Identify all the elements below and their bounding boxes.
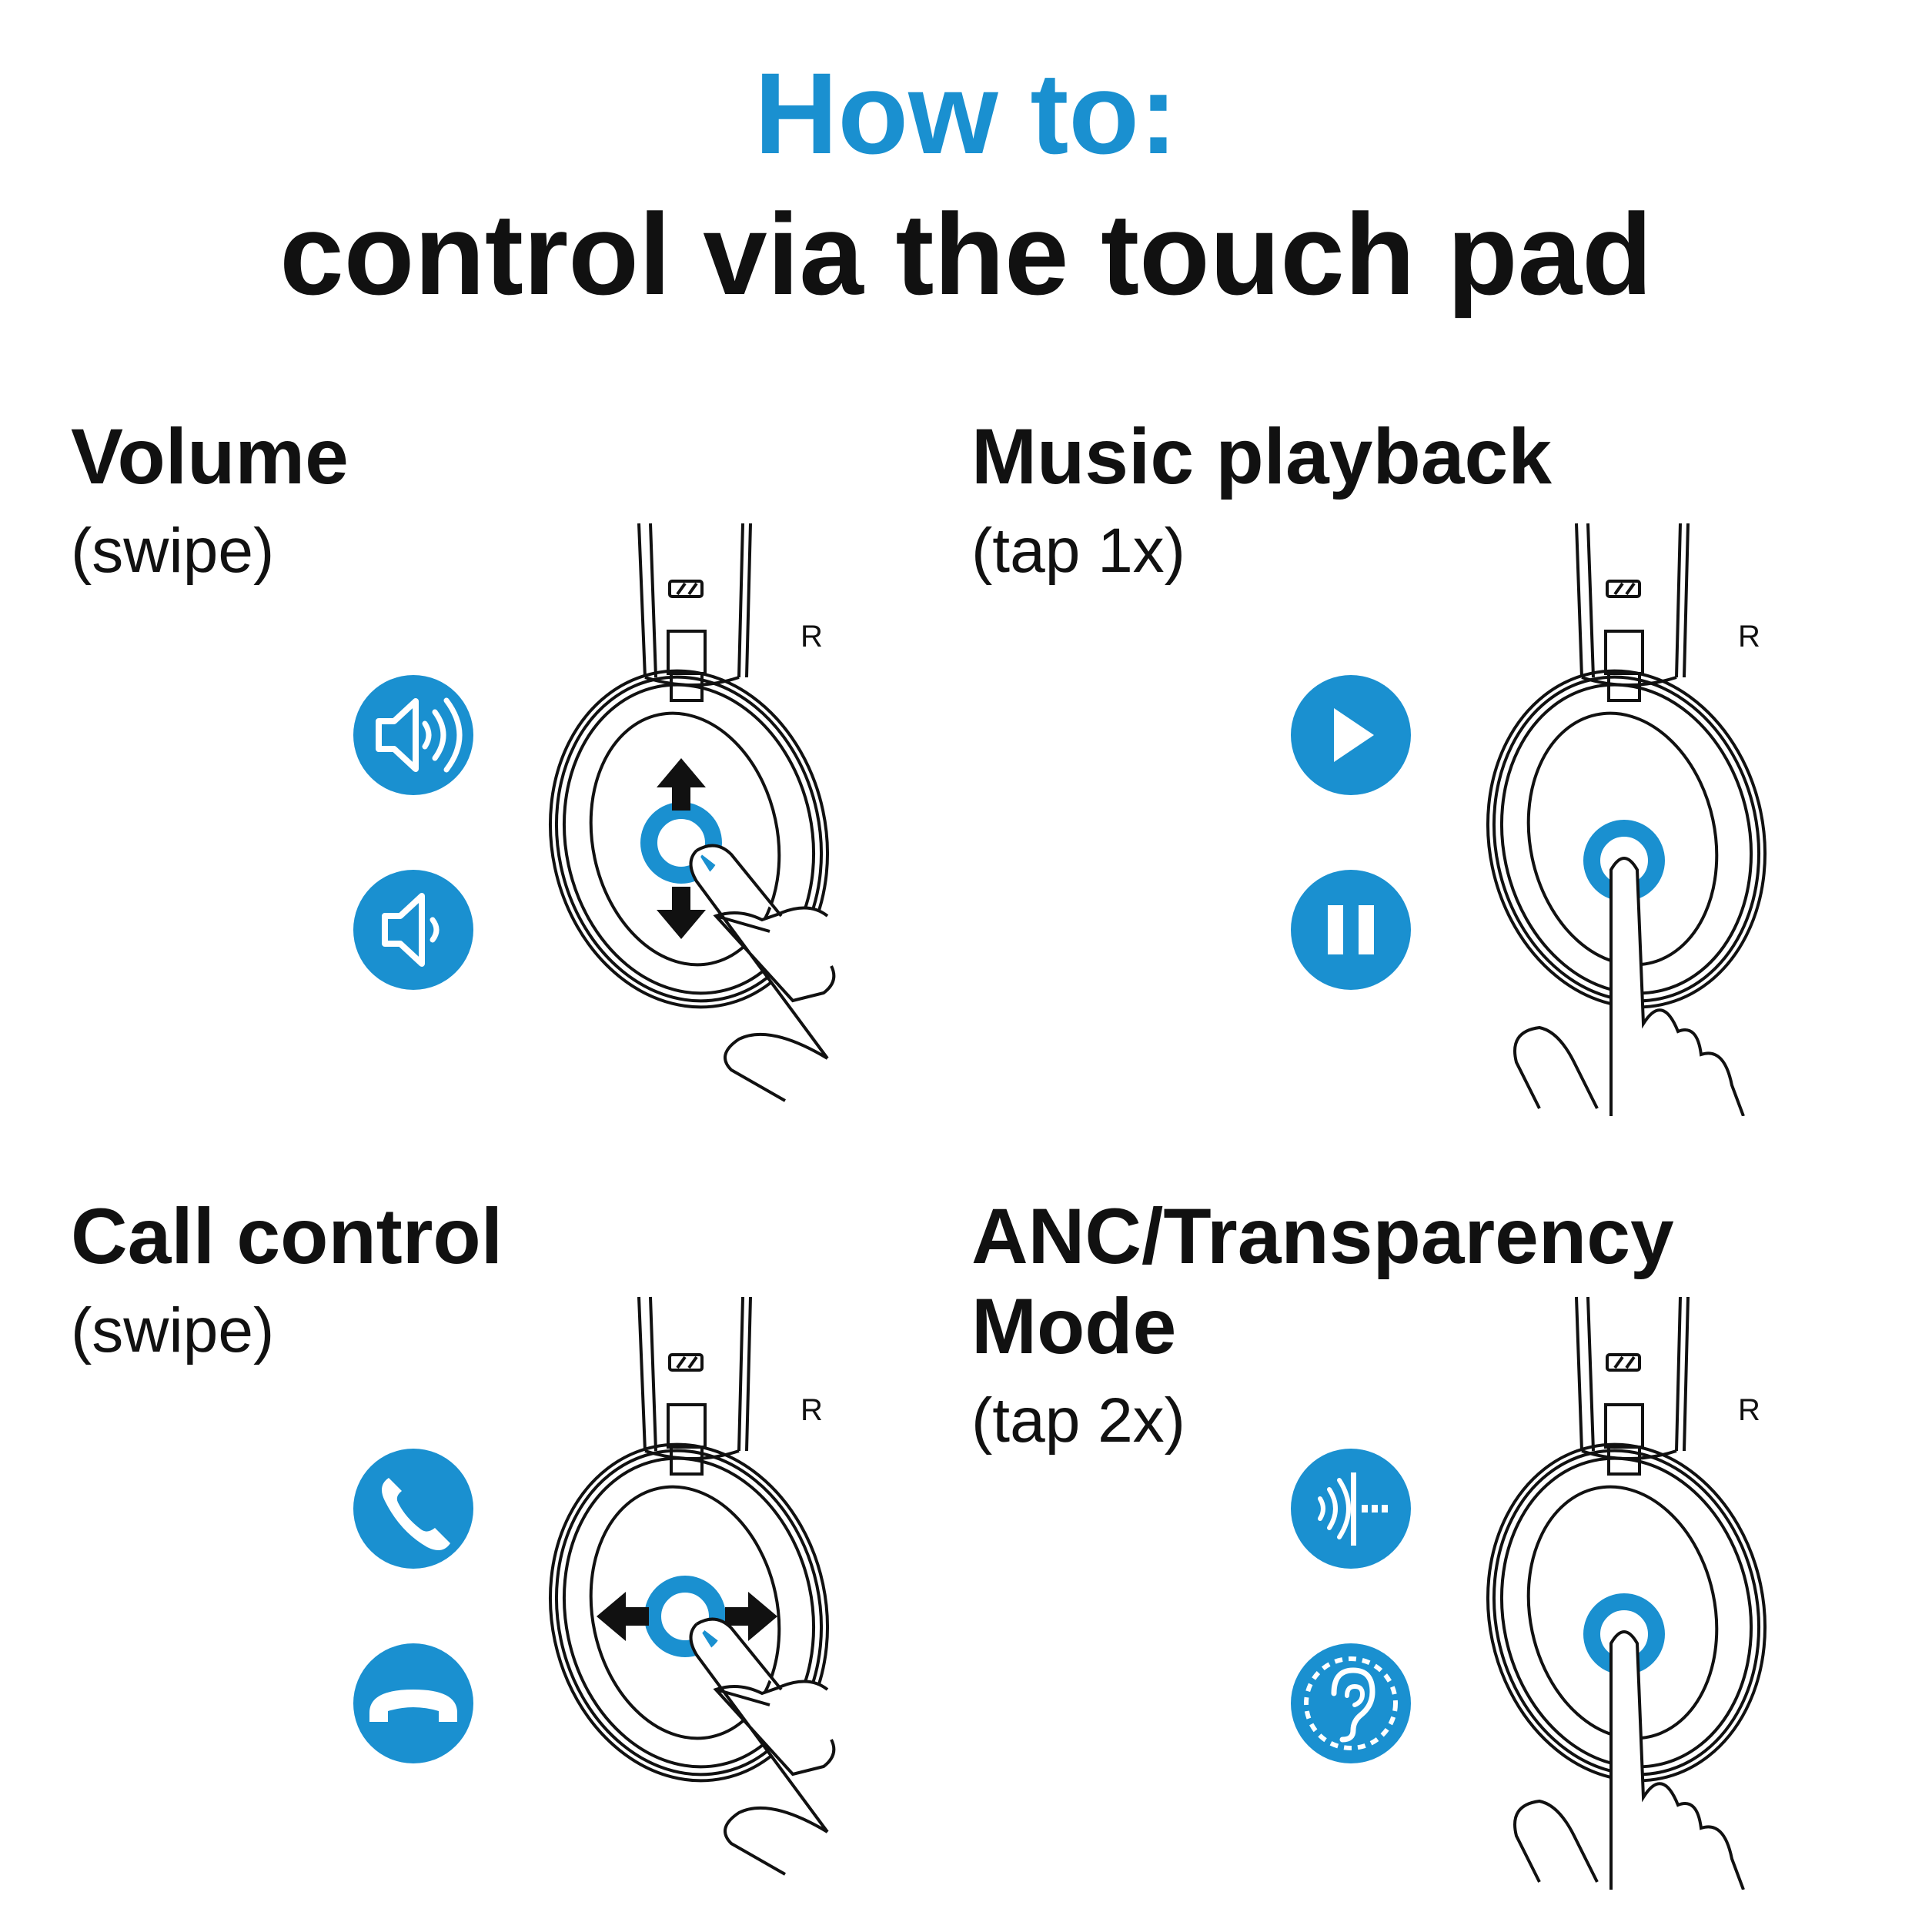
arrow-down-icon <box>657 887 706 939</box>
ear-label-r: R <box>801 620 823 653</box>
volume-up-icon <box>353 675 473 795</box>
subtitle-volume: (swipe) <box>71 516 275 586</box>
headphone-drawing <box>1486 1296 1767 1783</box>
headphone-drawing <box>548 1296 830 1783</box>
ear-label-r: R <box>1738 1393 1760 1427</box>
ear-label-r: R <box>1738 620 1760 653</box>
hand-drawing <box>1513 1630 1745 1890</box>
arrow-up-icon <box>657 758 706 811</box>
anc-transparency-illustration: R <box>1291 1296 1767 1890</box>
transparency-ear-icon <box>1291 1643 1411 1763</box>
hand-drawing <box>689 844 836 1102</box>
heading-call-control: Call control <box>71 1192 503 1280</box>
heading-anc-line2: Mode <box>971 1282 1177 1371</box>
headphone-drawing <box>1486 523 1767 1009</box>
subtitle-call-control: (swipe) <box>71 1295 275 1365</box>
headphone-drawing <box>548 523 830 1009</box>
touch-pad-ring <box>644 1576 726 1657</box>
pause-icon <box>1291 870 1411 990</box>
heading-anc-line1: ANC/Transparency <box>971 1192 1674 1280</box>
heading-music-playback: Music playback <box>971 413 1552 500</box>
hand-drawing <box>689 1617 836 1876</box>
title-control-touch-pad: control via the touch pad <box>279 189 1653 319</box>
hand-drawing <box>1513 857 1745 1116</box>
heading-volume: Volume <box>71 413 349 500</box>
arrow-right-icon <box>725 1592 777 1641</box>
heading-anc-transparency: ANC/Transparency Mode <box>971 1192 1674 1372</box>
subtitle-anc-transparency: (tap 2x) <box>971 1385 1185 1456</box>
arrow-left-icon <box>597 1592 649 1641</box>
ear-label-r: R <box>801 1393 823 1427</box>
subtitle-music-playback: (tap 1x) <box>971 516 1185 586</box>
play-icon <box>1291 675 1411 795</box>
call-control-illustration: R <box>353 1296 836 1876</box>
call-end-icon <box>353 1643 473 1763</box>
title-how-to: How to: <box>754 48 1178 178</box>
call-accept-icon <box>353 1449 473 1569</box>
music-playback-illustration: R <box>1291 523 1767 1116</box>
volume-illustration: R <box>353 523 836 1102</box>
anc-icon <box>1291 1449 1411 1569</box>
volume-down-icon <box>353 870 473 990</box>
